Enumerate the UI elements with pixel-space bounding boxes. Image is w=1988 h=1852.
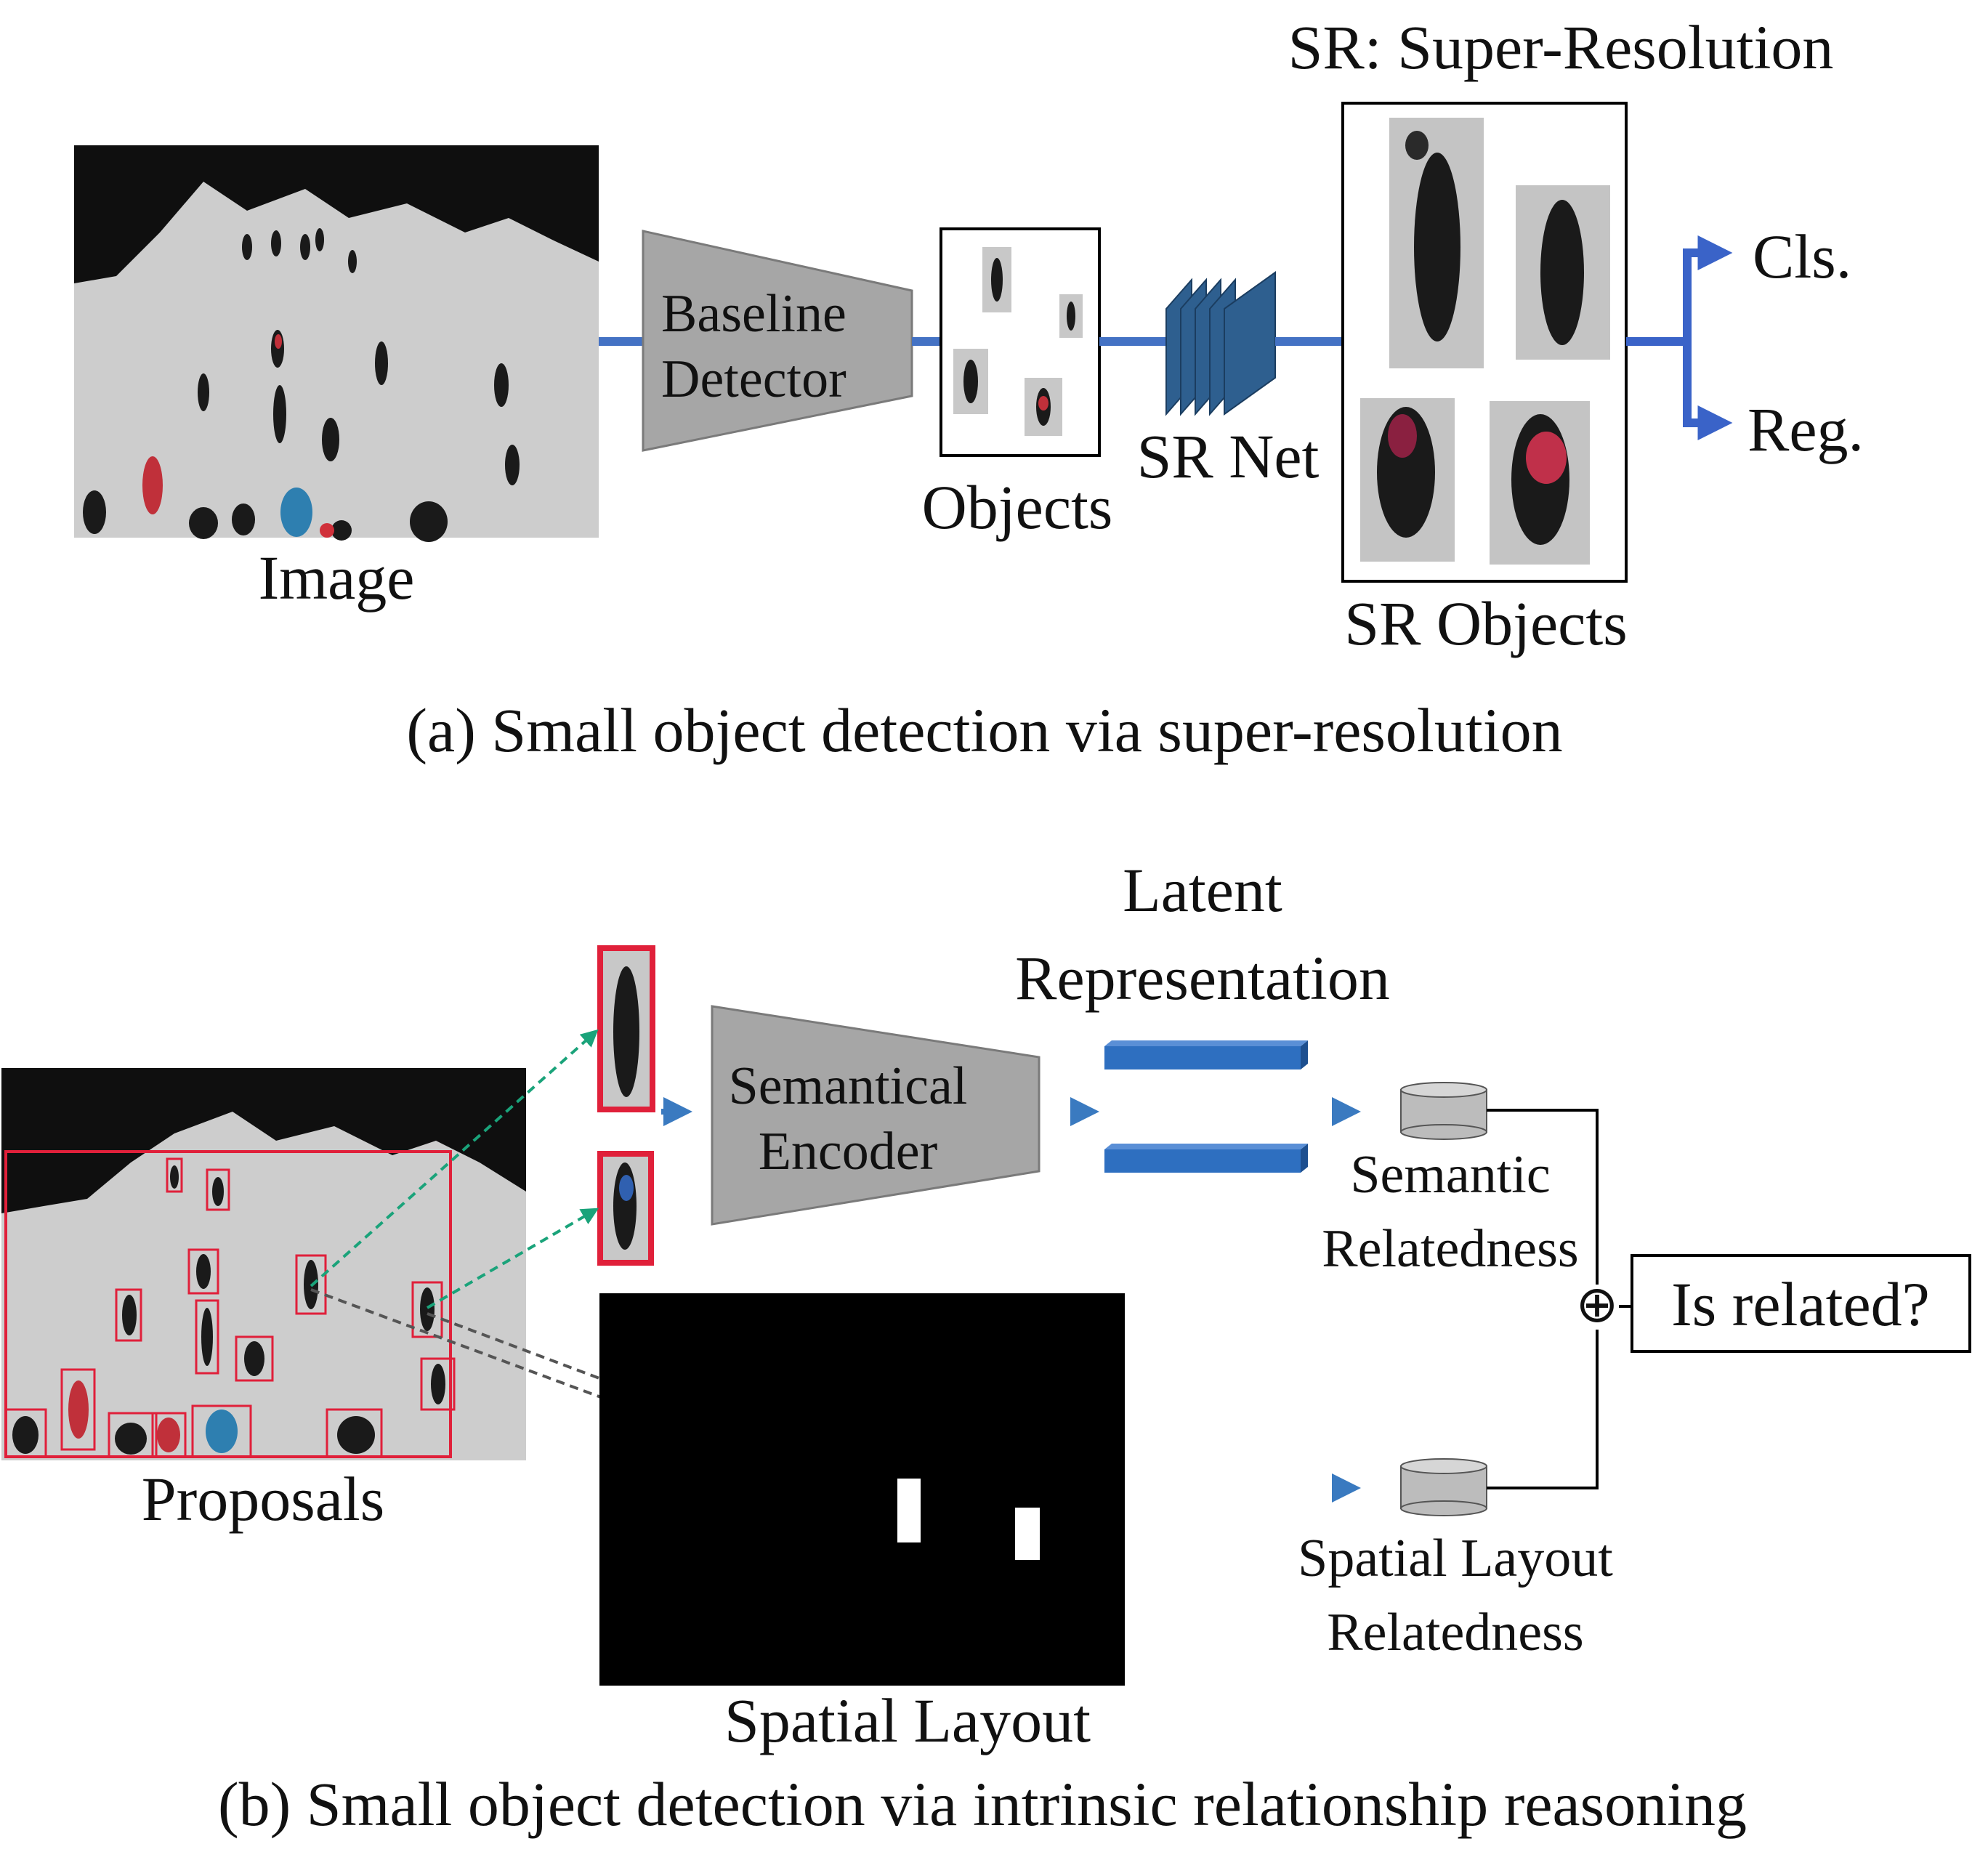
ski-scene-image-b	[1, 1068, 526, 1460]
semantic-relatedness-label-line2: Relatedness	[1322, 1219, 1579, 1279]
objects-box	[940, 227, 1101, 457]
objects-label: Objects	[921, 472, 1113, 542]
sr-net-label: SR Net	[1136, 421, 1320, 491]
output-reg-label: Reg.	[1747, 395, 1864, 464]
fusion-plus-icon: ⊕	[1575, 1274, 1619, 1334]
spatial-box-1	[897, 1479, 921, 1542]
spatial-relatedness-db-icon	[1400, 1458, 1487, 1516]
baseline-detector-label-line2: Detector	[661, 349, 846, 409]
is-related-box	[1631, 1254, 1971, 1353]
latent-label-line1: Latent	[1123, 855, 1282, 925]
object-crops-small	[953, 247, 1083, 436]
semantic-relatedness-db-icon	[1400, 1082, 1487, 1140]
latent-label-line2: Representation	[1015, 943, 1390, 1013]
sr-title-label: SR: Super-Resolution	[1288, 12, 1834, 82]
proposal-crops	[597, 945, 655, 1266]
fusion-lines	[1487, 1109, 1632, 1489]
sr-net-block	[1165, 271, 1276, 416]
image-label: Image	[258, 543, 415, 612]
is-related-label: Is related?	[1671, 1269, 1930, 1339]
spatial-layout-map	[599, 1293, 1125, 1686]
proposals-label: Proposals	[141, 1464, 385, 1534]
spatial-relatedness-label-line1: Spatial Layout	[1298, 1529, 1613, 1588]
ski-scene-image-a	[74, 145, 599, 542]
output-fork	[1626, 235, 1733, 440]
sr-objects-label: SR Objects	[1344, 589, 1628, 658]
sr-object-crops	[1360, 118, 1610, 565]
output-cls-label: Cls.	[1753, 222, 1852, 291]
spatial-relatedness-label-line2: Relatedness	[1327, 1603, 1584, 1662]
caption-b: (b) Small object detection via intrinsic…	[217, 1769, 1747, 1839]
semantic-relatedness-label-line1: Semantic	[1350, 1145, 1551, 1205]
caption-a: (a) Small object detection via super-res…	[406, 695, 1563, 765]
baseline-detector-label-line1: Baseline	[661, 284, 846, 344]
semantical-encoder-label-line2: Encoder	[758, 1122, 938, 1181]
spatial-layout-label: Spatial Layout	[724, 1686, 1091, 1755]
baseline-detector-block	[642, 230, 913, 452]
latent-representation-bars	[1104, 1040, 1308, 1173]
spatial-box-2	[1015, 1508, 1040, 1560]
semantical-encoder-block	[711, 1005, 1041, 1226]
semantical-encoder-label-line1: Semantical	[728, 1056, 968, 1116]
